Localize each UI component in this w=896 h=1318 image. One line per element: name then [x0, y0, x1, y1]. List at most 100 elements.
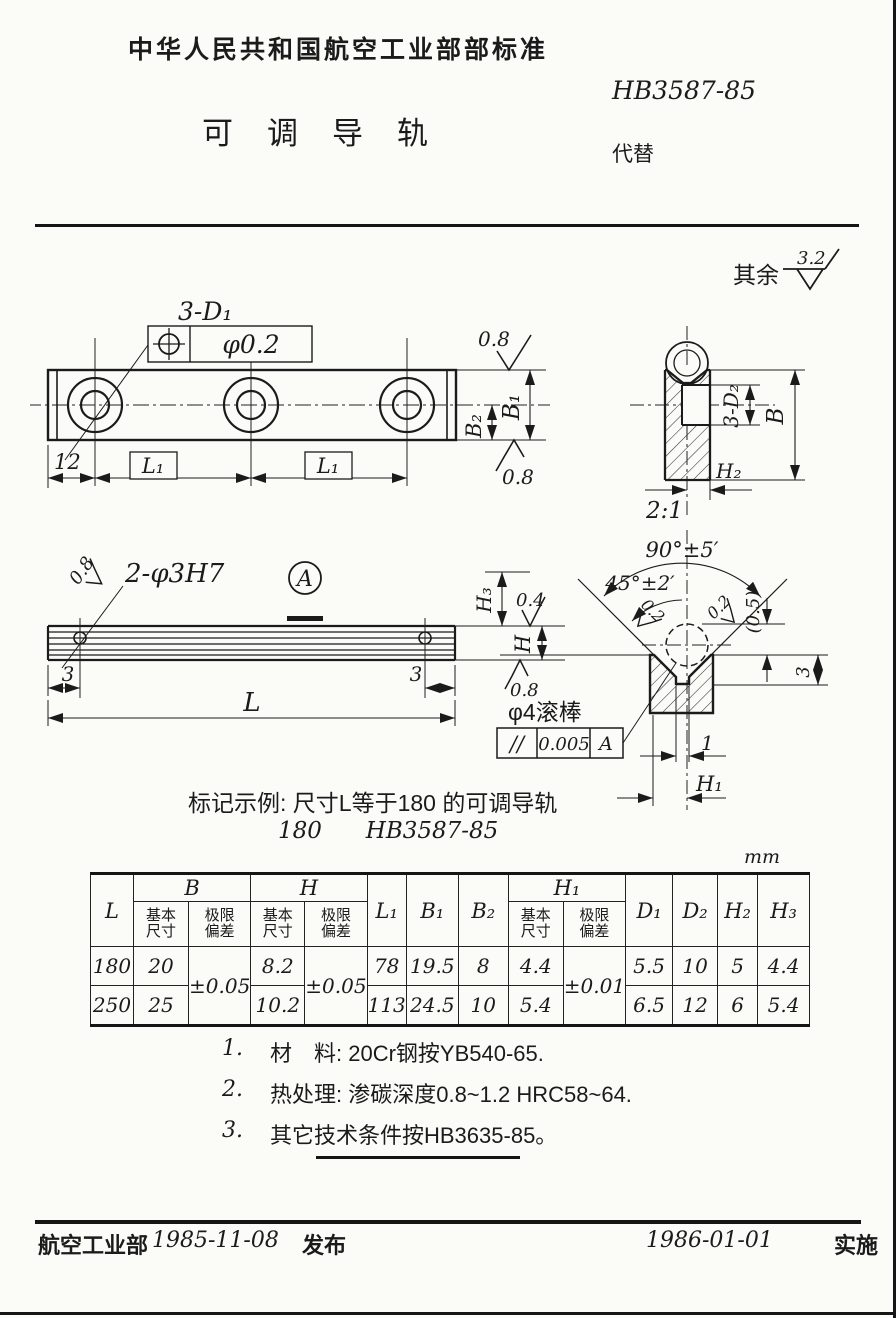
standard-code: HB3587-85 [612, 76, 757, 105]
footer-issue-label: 发布 [302, 1233, 347, 1258]
footer-rule [35, 1220, 861, 1224]
cell: 113 [366, 985, 407, 1026]
dim-b-label: B [763, 408, 789, 426]
footer-effective-label: 实施 [834, 1233, 879, 1258]
cell: 10 [672, 946, 719, 986]
unit-label: mm [744, 846, 781, 868]
col-h1: H₁ [507, 873, 627, 902]
counterbore-outline [681, 384, 710, 426]
cell: 20 [133, 946, 189, 986]
finish-top-icon: 0.4 [516, 590, 546, 628]
roughness-symbol-icon: 3.2 [783, 248, 840, 291]
finish-right-flank-value: 0.2 [703, 591, 734, 622]
side-view-drawing: 2-φ3H7 0.8 A 3 3 L H₃ 0.4 H [46, 553, 565, 726]
cell: 8.2 [250, 946, 306, 986]
detail-label: A [295, 567, 313, 592]
col-b: B [132, 873, 252, 902]
col-h3: H₃ [757, 873, 811, 947]
finish-top-icon [496, 334, 532, 372]
rail-body-side [46, 624, 457, 662]
page-title: 可调导轨 [202, 116, 462, 151]
position-tolerance-value: φ0.2 [222, 330, 279, 359]
replaces-label: 代替 [612, 143, 654, 166]
col-l: L [90, 873, 134, 947]
cell: 25 [133, 985, 189, 1026]
sub-limit: 极限 偏差 [304, 901, 368, 947]
col-b2: B₂ [457, 873, 509, 947]
cell: 6.5 [625, 985, 674, 1026]
general-roughness-note: 其余 3.2 [733, 246, 861, 300]
technical-notes: 1. 材 料: 20Cr钢按YB540-65. 2. 热处理: 渗碳深度0.8~… [222, 1036, 632, 1159]
col-h2: H₂ [717, 873, 759, 947]
end-holes-callout: 3-D₂ [719, 384, 743, 428]
cell: 5 [717, 946, 759, 986]
dim-h-label: H [511, 634, 535, 654]
cell: 5.5 [625, 946, 674, 986]
dim-edge-value: 12 [54, 450, 81, 474]
dim-pitch-b: L₁ [316, 454, 339, 478]
cell: ±0.05 [304, 946, 368, 1026]
parallelism-datum: A [597, 733, 613, 755]
dim-protrusion-label: (0.5) [743, 591, 764, 634]
dim-flat-label: 1 [701, 731, 714, 755]
note-number: 1. [222, 1036, 243, 1061]
general-roughness-label: 其余 [733, 262, 779, 288]
detail-scale-label: 2:1 [645, 498, 683, 524]
cell: 180 [90, 946, 134, 986]
finish-bottom-icon [495, 438, 525, 472]
cell: 8 [457, 946, 509, 986]
finish-bottom-value: 0.8 [510, 680, 539, 701]
plan-view-drawing: φ0.2 3-D₁ B₁ B₂ 0.8 0.8 12 L₁ L₁ [30, 297, 550, 489]
header-rule [35, 224, 859, 227]
cell: 4.4 [757, 946, 811, 986]
dim-pitch-a: L₁ [141, 454, 164, 478]
cell: 24.5 [405, 985, 459, 1026]
position-symbol-icon [153, 328, 185, 360]
finish-end-icon: 0.8 [65, 553, 103, 589]
sub-basic: 基本 尺寸 [250, 901, 306, 947]
note-number: 2. [222, 1077, 243, 1102]
sub-basic: 基本 尺寸 [133, 901, 189, 947]
dim-b1-label: B₁ [499, 394, 525, 421]
angle-full-label: 90°±5′ [646, 538, 719, 562]
counterbored-holes [66, 376, 436, 434]
dim-h1-label: H₁ [695, 772, 723, 796]
note-number: 3. [222, 1118, 243, 1143]
finish-top-value: 0.8 [478, 327, 510, 351]
note-text: 热处理: 渗碳深度0.8~1.2 HRC58~64. [270, 1082, 632, 1107]
finish-bottom-icon: 0.8 [504, 658, 539, 701]
cell: 5.4 [507, 985, 564, 1026]
finish-bottom-value: 0.8 [502, 465, 534, 489]
note-item: 2. 热处理: 渗碳深度0.8~1.2 HRC58~64. [222, 1077, 632, 1109]
dim-step-label: 3 [793, 666, 814, 677]
cell: 4.4 [507, 946, 564, 986]
col-d1: D₁ [625, 873, 674, 947]
footer-issue-date: 1985-11-08 [152, 1228, 279, 1253]
dimension-table: L B H L₁ B₁ B₂ H₁ D₁ D₂ H₂ H₃ 基本 尺寸 极限 偏… [90, 872, 811, 1027]
finish-top-value: 0.4 [516, 590, 545, 611]
note-item: 1. 材 料: 20Cr钢按YB540-65. [222, 1036, 632, 1068]
pins-callout: 2-φ3H7 [124, 559, 225, 589]
sub-basic: 基本 尺寸 [507, 901, 564, 947]
col-b1: B₁ [405, 873, 459, 947]
table-row: 180 20 ±0.05 8.2 ±0.05 78 19.5 8 4.4 ±0.… [90, 946, 811, 1026]
dim-length-label: L [242, 688, 260, 718]
sub-limit: 极限 偏差 [562, 901, 627, 947]
cell: ±0.01 [562, 946, 627, 1026]
cell: ±0.05 [187, 946, 252, 1026]
finish-left-flank-value: 0.2 [637, 595, 668, 626]
dim-h2-label: H₂ [715, 459, 741, 483]
dim-end-right: 3 [410, 662, 423, 686]
sub-limit: 极限 偏差 [187, 901, 252, 947]
angle-half-label: 45°±2′ [604, 571, 675, 595]
holes-callout: 3-D₁ [178, 297, 232, 326]
detail-bubble [288, 561, 322, 595]
marking-example-line2: 180 HB3587-85 [278, 818, 499, 844]
col-l1: L₁ [366, 873, 407, 947]
detail-view-drawing: 90°±5′ 45°±2′ 0.2 0.2 (0.5) 3 1 [496, 530, 828, 810]
cell: 19.5 [405, 946, 459, 986]
datum-target-bar [287, 616, 323, 621]
note-text: 材 料: 20Cr钢按YB540-65. [270, 1041, 544, 1066]
parallelism-value: 0.005 [538, 734, 590, 755]
groove-body [648, 653, 715, 715]
